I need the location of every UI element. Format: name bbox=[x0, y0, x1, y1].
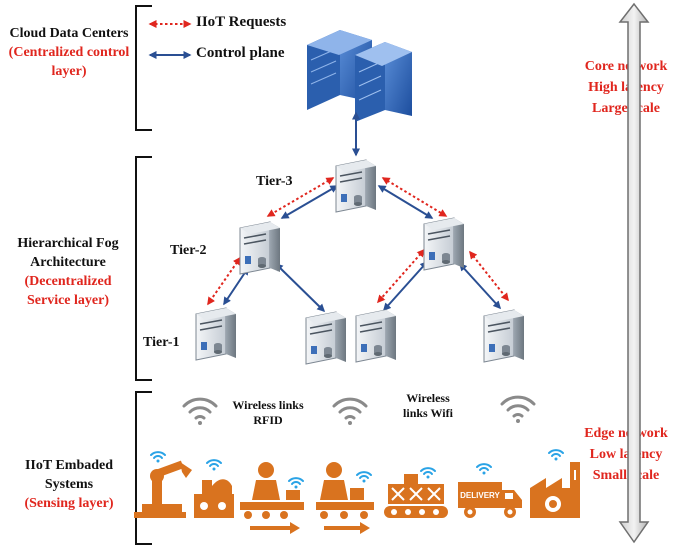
scale-top-line-2: High latency bbox=[588, 80, 664, 95]
scale-double-arrow bbox=[618, 2, 650, 544]
scale-bottom-line-3: Small scale bbox=[592, 468, 660, 483]
scale-bottom-line-1: Edge network bbox=[584, 426, 668, 441]
cloud-layer-title: Cloud Data Centers bbox=[9, 26, 129, 41]
tier-1-server-icon-2 bbox=[305, 311, 346, 365]
tier-2-label: Tier-2 bbox=[170, 243, 207, 258]
tier-2-left-server-icon bbox=[239, 221, 280, 275]
truck-delivery-text: DELIVERY bbox=[460, 491, 500, 500]
robot-arm-icon bbox=[134, 460, 192, 518]
worker-packing-icon bbox=[316, 462, 374, 534]
fog-layer-title: Hierarchical Fog Architecture bbox=[17, 236, 119, 270]
fog-layer-subtitle: (Decentralized Service layer) bbox=[24, 274, 112, 308]
scale-top-line-1: Core network bbox=[584, 59, 668, 74]
wifi-gray-icon-3 bbox=[500, 395, 536, 423]
worker-conveyor-icon bbox=[240, 462, 304, 534]
cloud-bracket bbox=[135, 5, 152, 131]
scale-bottom-label: Edge network Low latency Small scale bbox=[566, 423, 685, 486]
cloud-layer-subtitle: (Centralized control layer) bbox=[8, 45, 130, 79]
fog-bracket bbox=[135, 156, 152, 381]
wireless-rfid-label: Wireless links RFID bbox=[232, 398, 304, 427]
scale-bottom-line-2: Low latency bbox=[589, 447, 663, 462]
scale-top-line-3: Large scale bbox=[591, 101, 661, 116]
packaging-line-icon bbox=[384, 474, 448, 518]
iot-bracket bbox=[135, 391, 152, 545]
scale-top-label: Core network High latency Large scale bbox=[566, 56, 685, 119]
tier-1-server-icon-1 bbox=[195, 307, 236, 361]
factory-machine-icon bbox=[194, 479, 234, 518]
wireless-wifi-label: Wireless links Wifi bbox=[403, 391, 453, 420]
factory-building-icon bbox=[530, 462, 580, 518]
tier-1-label: Tier-1 bbox=[143, 335, 180, 350]
tier-3-server-icon bbox=[335, 159, 376, 213]
tier-1-server-icon-4 bbox=[483, 309, 524, 363]
wifi-gray-icon-2 bbox=[332, 397, 368, 425]
iot-layer-label: IIoT Embaded Systems (Sensing layer) bbox=[8, 456, 130, 513]
cloud-server-icon bbox=[307, 30, 412, 122]
fog-links bbox=[207, 177, 509, 313]
cloud-layer-label: Cloud Data Centers (Centralized control … bbox=[8, 24, 130, 81]
wifi-blue-icons bbox=[150, 449, 564, 489]
legend-control-label: Control plane bbox=[196, 45, 285, 61]
legend-requests-label: IIoT Requests bbox=[196, 14, 287, 30]
delivery-truck-icon: DELIVERY bbox=[458, 482, 522, 518]
tier-1-server-icon-3 bbox=[355, 309, 396, 363]
wifi-gray-icon-1 bbox=[182, 397, 218, 425]
iot-layer-title: IIoT Embaded Systems bbox=[24, 458, 114, 492]
iot-layer-subtitle: (Sensing layer) bbox=[24, 496, 114, 511]
fog-layer-label: Hierarchical Fog Architecture (Decentral… bbox=[4, 234, 132, 310]
tier-2-right-server-icon bbox=[423, 217, 464, 271]
